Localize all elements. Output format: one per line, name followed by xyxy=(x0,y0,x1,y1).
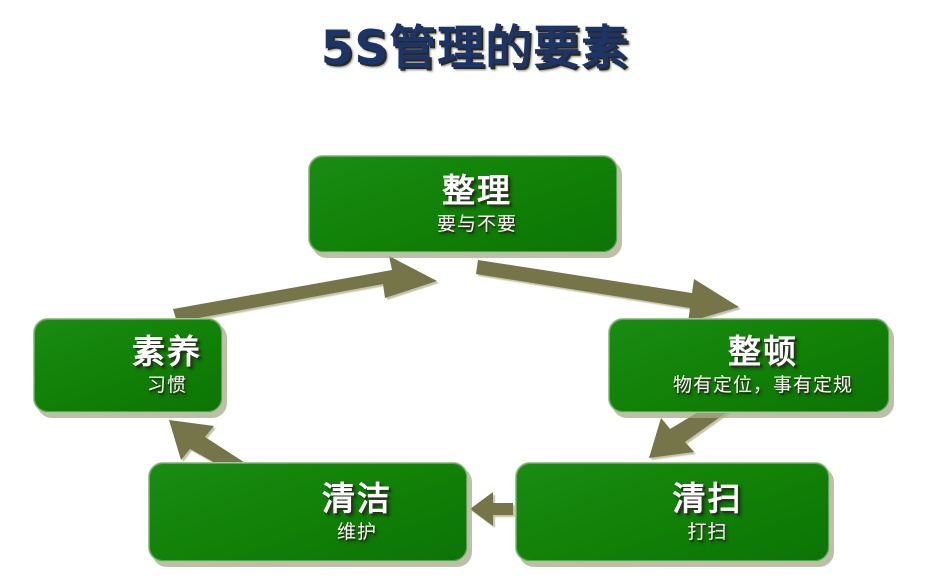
node-suyang-subtitle: 习惯 xyxy=(146,374,187,397)
arrow-zhengdun-to-qingsao xyxy=(649,399,730,458)
node-suyang-title: 素养 xyxy=(132,332,202,372)
node-suyang[interactable]: 素养 习惯 xyxy=(33,318,223,413)
node-qingjie-subtitle: 维护 xyxy=(336,520,377,543)
page-title: 5S管理的要素 xyxy=(320,21,630,76)
node-qingjie[interactable]: 清洁 维护 xyxy=(148,462,468,562)
arrow-qingsao-to-qingjie xyxy=(470,492,513,526)
arrow-zhengli-to-zhengdun xyxy=(476,260,739,322)
node-zhengdun-title: 整顿 xyxy=(727,332,798,372)
node-zhengli-content: 整理 要与不要 xyxy=(436,170,517,236)
node-qingsao[interactable]: 清扫 打扫 xyxy=(515,462,830,562)
node-zhengli-title: 整理 xyxy=(441,170,512,210)
node-suyang-content: 素养 习惯 xyxy=(132,332,202,397)
node-zhengdun[interactable]: 整顿 物有定位，事有定规 xyxy=(608,318,890,413)
node-zhengdun-content: 整顿 物有定位，事有定规 xyxy=(672,332,853,397)
arrow-suyang-to-zhengli xyxy=(173,256,437,322)
node-qingsao-subtitle: 打扫 xyxy=(687,520,728,543)
node-zhengli-subtitle: 要与不要 xyxy=(436,212,517,235)
node-qingsao-content: 清扫 打扫 xyxy=(672,478,743,544)
node-qingsao-title: 清扫 xyxy=(672,478,743,518)
node-qingjie-title: 清洁 xyxy=(322,478,392,518)
node-zhengli[interactable]: 整理 要与不要 xyxy=(308,155,618,253)
node-qingjie-content: 清洁 维护 xyxy=(322,478,392,544)
node-zhengdun-subtitle: 物有定位，事有定规 xyxy=(672,374,853,397)
